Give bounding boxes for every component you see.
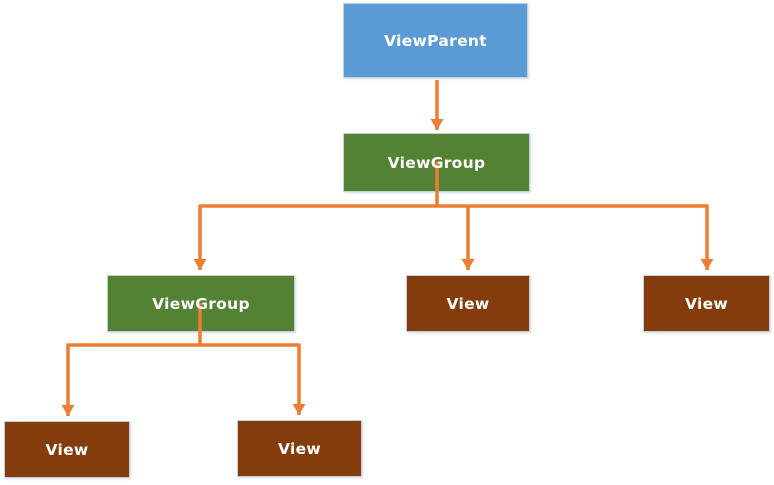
node-view-right: View — [643, 275, 770, 332]
node-viewgroup-top: ViewGroup — [343, 133, 530, 192]
node-viewgroup-child: ViewGroup — [107, 275, 295, 332]
node-view-bottom-left: View — [4, 421, 130, 478]
edge-viewgroup2-rail — [61, 343, 306, 416]
node-view-bottom-right: View — [237, 420, 362, 477]
node-view-bottom-left-label: View — [45, 440, 89, 459]
edge-viewgroup-rail — [193, 204, 714, 270]
node-viewgroup-top-label: ViewGroup — [387, 153, 486, 172]
node-view-middle-label: View — [446, 294, 490, 313]
node-viewparent: ViewParent — [343, 3, 528, 78]
node-view-bottom-right-label: View — [277, 439, 322, 458]
node-view-middle: View — [406, 275, 530, 332]
node-view-right-label: View — [684, 294, 729, 313]
node-viewparent-label: ViewParent — [384, 31, 487, 50]
node-viewgroup-child-label: ViewGroup — [152, 294, 250, 313]
